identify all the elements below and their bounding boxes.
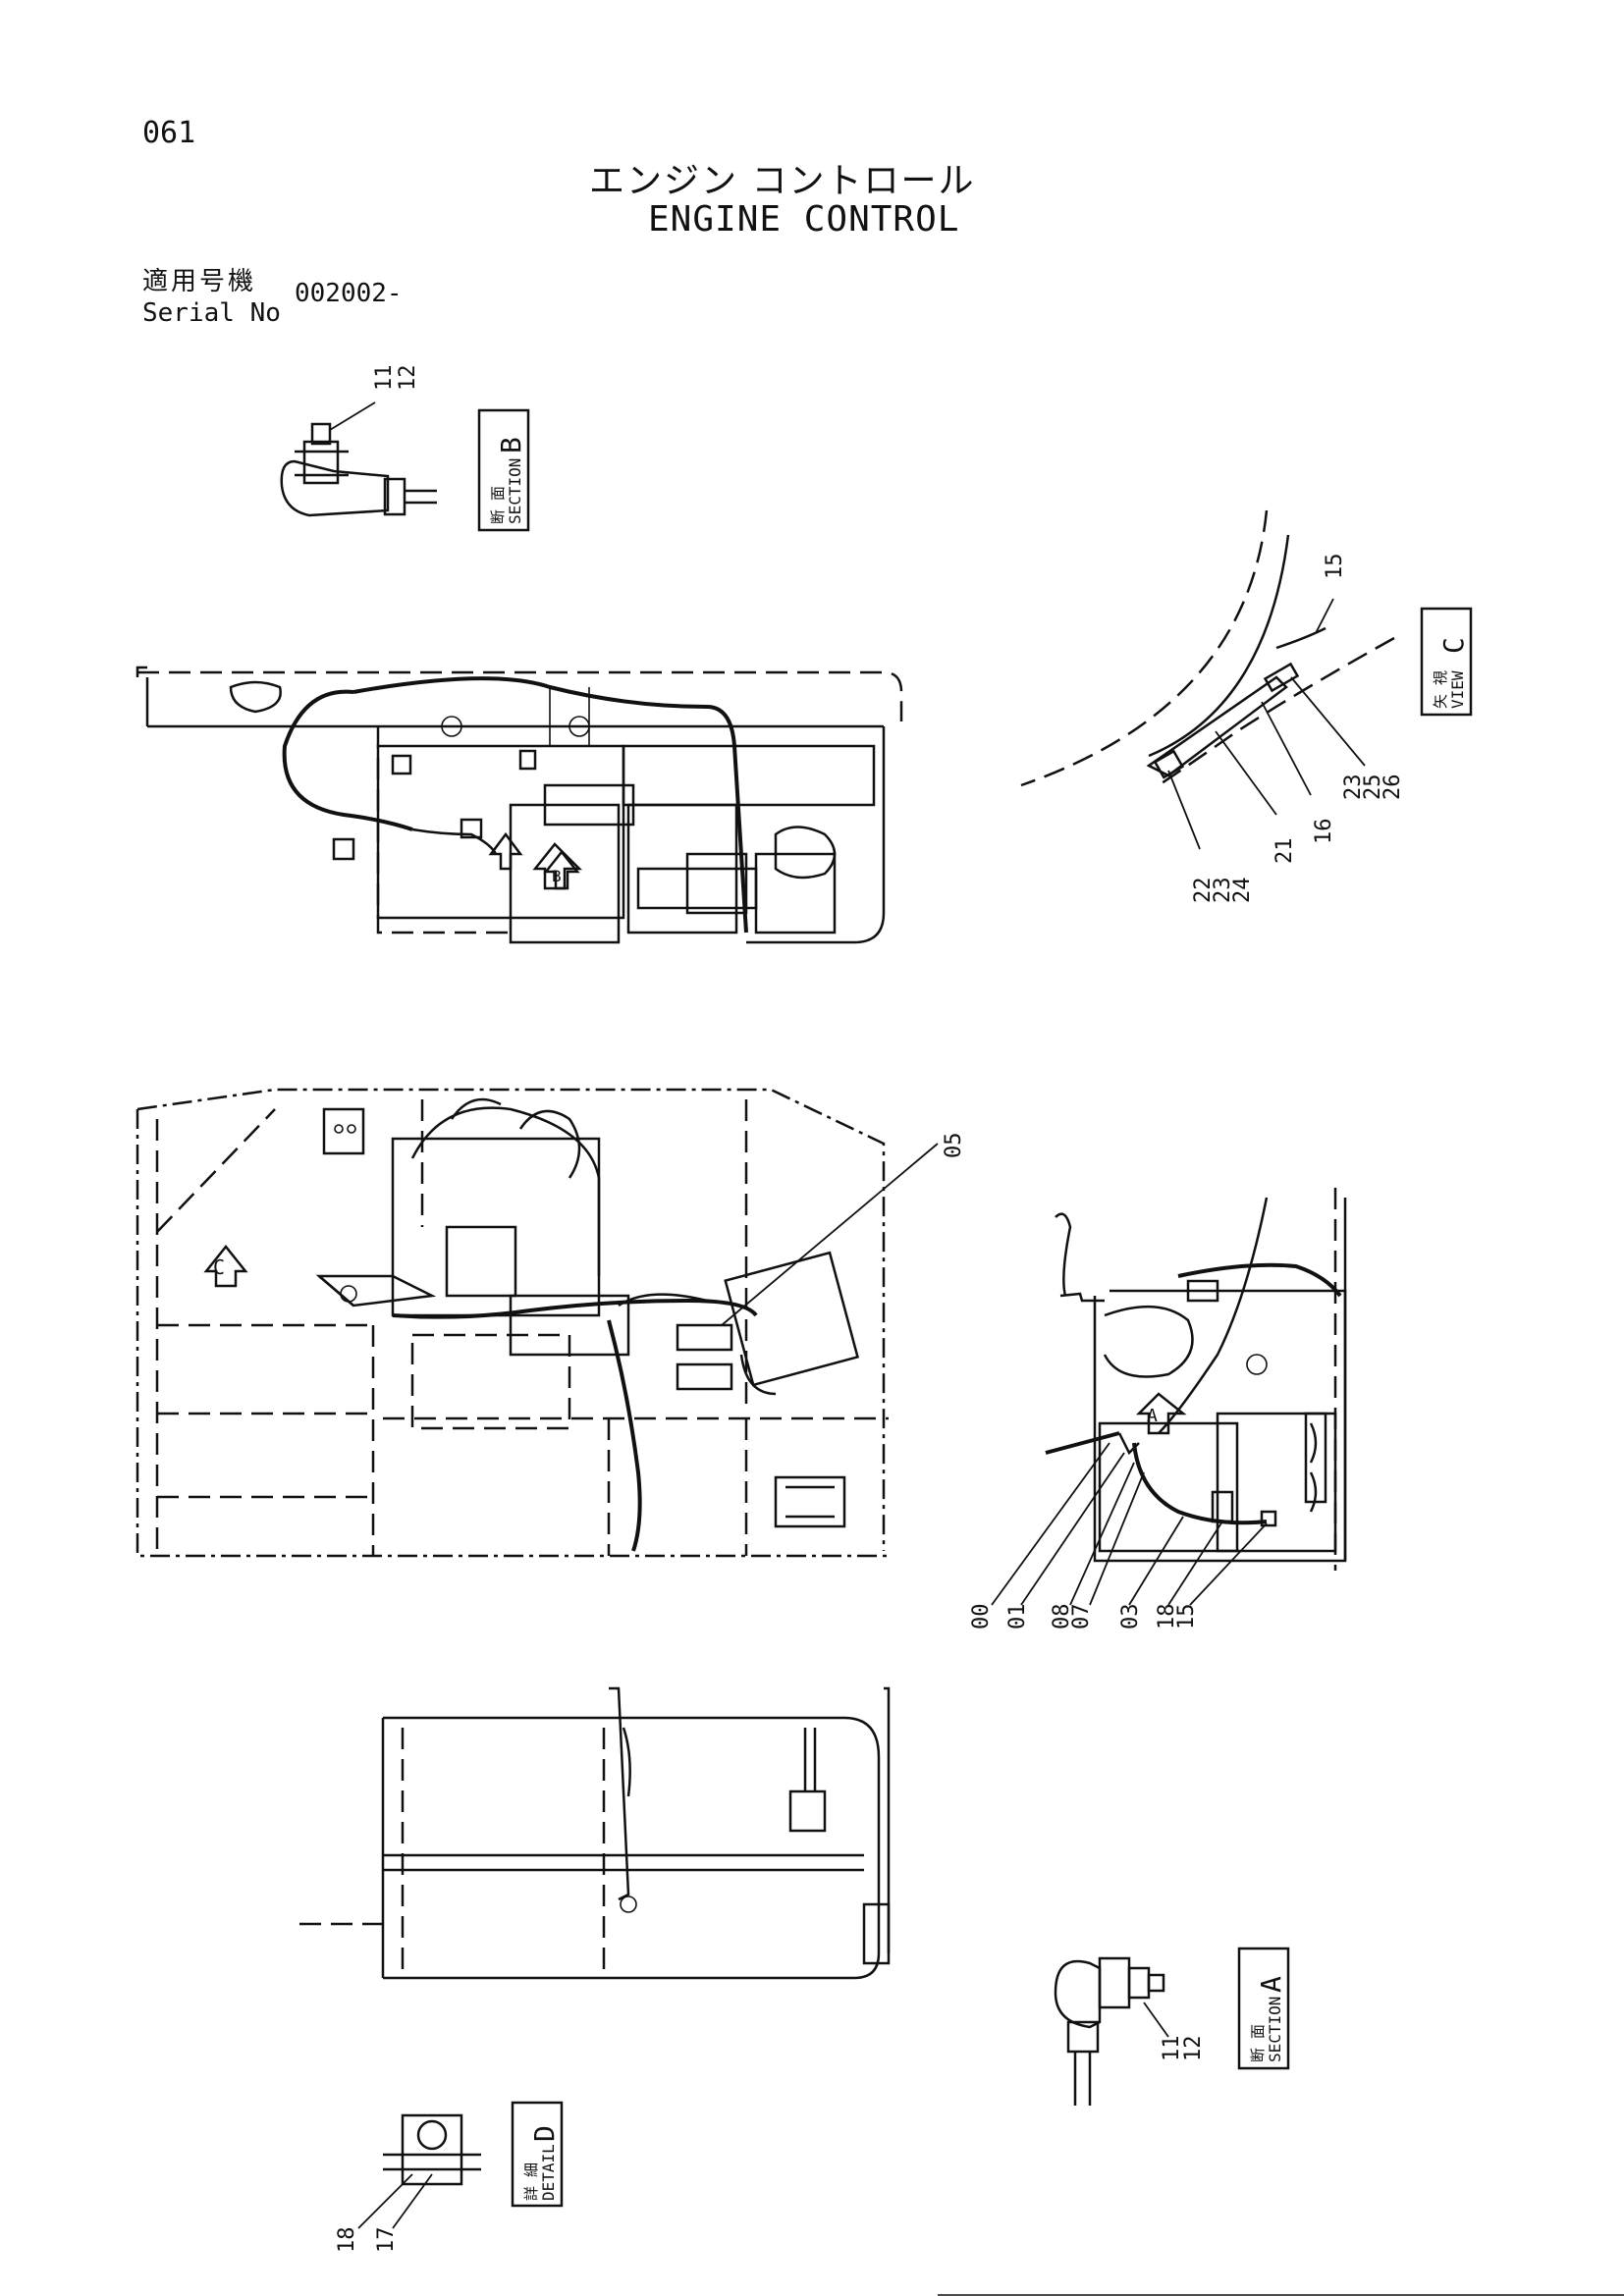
- page-title-jp: エンジン コントロール: [589, 161, 976, 201]
- view-c-detail: 15 23 25 26 16 21 22 23 24 VIEW 矢 視 C: [1020, 509, 1473, 904]
- detail-d-detail: 18 17 DETAIL 詳 細 D: [335, 2101, 564, 2254]
- callout-26: 26: [1380, 774, 1405, 801]
- svg-text:VIEW: VIEW: [1448, 670, 1467, 709]
- callout-23-b: 23: [1211, 878, 1235, 904]
- view-c-label: VIEW 矢 視 C: [1420, 607, 1473, 717]
- callout-16: 16: [1312, 819, 1336, 845]
- marker-c: C: [213, 1255, 225, 1279]
- marker-a: A: [1147, 1406, 1158, 1426]
- callout-17: 17: [374, 2227, 399, 2254]
- callout-23: 23: [1341, 774, 1366, 801]
- svg-text:C: C: [1437, 637, 1470, 654]
- svg-text:A: A: [1255, 1976, 1287, 1993]
- side-view-assembly: C 05: [135, 1088, 966, 1558]
- section-a-label: SECTION 断 面 A: [1237, 1947, 1290, 2070]
- svg-text:DETAIL: DETAIL: [539, 2144, 558, 2201]
- callout-12: 12: [396, 365, 420, 392]
- top-view-engine: [135, 666, 903, 944]
- callout-24: 24: [1230, 878, 1255, 904]
- callout-18: 18: [1155, 1604, 1179, 1630]
- svg-text:矢 視: 矢 視: [1432, 670, 1449, 709]
- svg-text:D: D: [528, 2125, 561, 2142]
- marker-b-arrow: [543, 849, 580, 890]
- section-b-detail: 11 12 SECTION 断 面 B: [280, 365, 530, 532]
- callout-03: 03: [1118, 1604, 1143, 1630]
- svg-text:詳 細: 詳 細: [522, 2163, 540, 2201]
- svg-text:SECTION: SECTION: [506, 458, 524, 524]
- callout-15-b: 15: [1174, 1604, 1199, 1630]
- callout-22: 22: [1191, 878, 1216, 904]
- callout-12-b: 12: [1181, 2036, 1206, 2062]
- callout-11-b: 11: [1160, 2036, 1184, 2062]
- callout-00: 00: [969, 1604, 994, 1630]
- page-code: 061: [142, 116, 196, 150]
- callout-18-d: 18: [335, 2227, 359, 2254]
- svg-text:断 面: 断 面: [1249, 2024, 1267, 2062]
- callout-08: 08: [1050, 1604, 1074, 1630]
- marker-b: B: [552, 867, 562, 885]
- bottom-view-frame: [299, 1686, 891, 1980]
- section-a-detail: 11 12 SECTION 断 面 A: [1054, 1947, 1290, 2106]
- page-title-en: ENGINE CONTROL: [648, 199, 960, 240]
- right-view-lever: A 00 01 08 07 03 18 15: [969, 1188, 1347, 1630]
- callout-15: 15: [1323, 554, 1347, 580]
- callout-11: 11: [372, 365, 397, 392]
- svg-text:断 面: 断 面: [489, 486, 507, 524]
- callout-05: 05: [942, 1133, 966, 1159]
- serial-label-jp: 適用号機: [142, 267, 257, 296]
- svg-text:B: B: [495, 437, 527, 454]
- detail-d-label: DETAIL 詳 細 D: [511, 2101, 564, 2208]
- section-b-label: SECTION 断 面 B: [477, 408, 530, 532]
- callout-25: 25: [1361, 774, 1385, 801]
- callout-07: 07: [1069, 1604, 1094, 1630]
- callout-21: 21: [1272, 838, 1297, 865]
- callout-01: 01: [1005, 1604, 1030, 1630]
- serial-label-en: Serial No: [142, 298, 281, 328]
- svg-text:SECTION: SECTION: [1266, 1997, 1284, 2062]
- serial-value: 002002-: [295, 279, 403, 308]
